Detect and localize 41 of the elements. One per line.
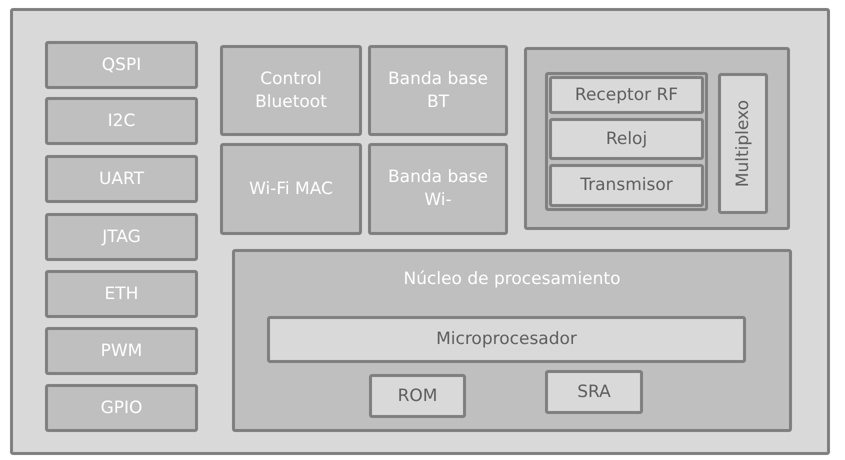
block-label: Núcleo de procesamiento: [402, 268, 622, 291]
block-label: UART: [98, 168, 146, 190]
block-label: SRA: [576, 380, 612, 404]
block-label: PWM: [100, 340, 144, 362]
block-label: Transmisor: [579, 174, 674, 197]
block-label: Control Bluetoot: [254, 68, 328, 114]
block-label: QSPI: [100, 54, 142, 76]
radio-block: [549, 164, 704, 207]
block-label: Wi-Fi MAC: [248, 178, 334, 200]
processor-block: [267, 316, 746, 363]
module-block: [220, 143, 362, 235]
processing-core-box: [232, 249, 792, 432]
radio-group-box: [524, 47, 790, 230]
block-label: Reloj: [604, 128, 648, 150]
radio-column-box: [545, 72, 708, 211]
block-label: JTAG: [100, 226, 142, 248]
interface-block: [45, 270, 198, 318]
block-label: Banda base Wi-: [387, 166, 489, 212]
module-block: [368, 143, 508, 235]
memory-block: [369, 374, 466, 418]
interface-block: [45, 97, 198, 145]
memory-block: [545, 370, 643, 414]
module-block: [220, 45, 362, 136]
block-label: ROM: [396, 384, 438, 408]
interface-block: [45, 41, 198, 89]
interface-block: [45, 213, 198, 261]
radio-block: [549, 118, 704, 160]
radio-block: [549, 76, 704, 114]
block-label: Multiplexo: [732, 100, 754, 188]
block-label: ETH: [104, 282, 140, 306]
block-label: Microprocesador: [435, 328, 578, 351]
block-label: I2C: [106, 110, 136, 132]
block-label: Receptor RF: [574, 84, 680, 106]
interface-block: [45, 155, 198, 203]
interface-block: [45, 384, 198, 432]
block-label: GPIO: [100, 396, 144, 420]
block-label: Banda base BT: [387, 68, 489, 114]
chip-outline: [10, 8, 830, 455]
interface-block: [45, 327, 198, 375]
module-block: [368, 45, 508, 136]
multiplexer-block: [718, 73, 768, 214]
